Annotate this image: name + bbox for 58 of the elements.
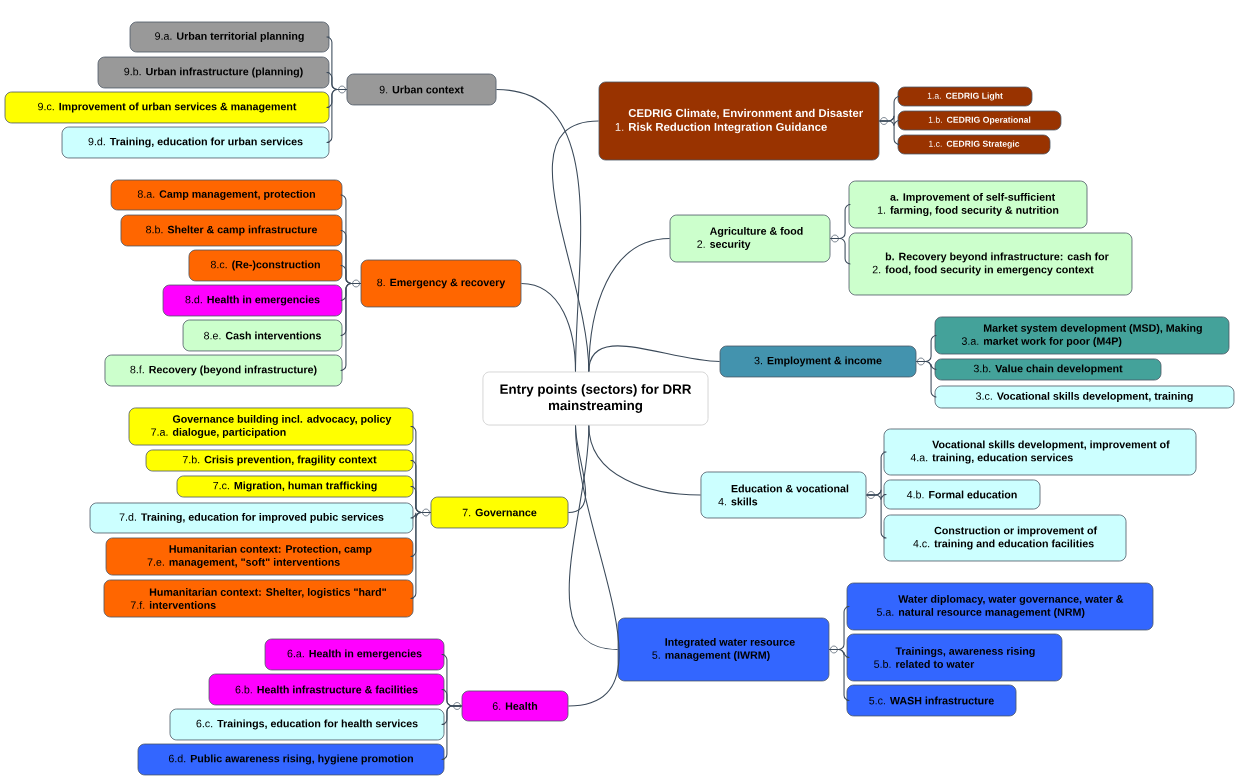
subtopic-box: 4.a. Vocational skills development, improvement of training, education services [883, 428, 1197, 476]
subtopic-box: 4.b. Formal education [883, 479, 1041, 510]
subtopic-box: 6.b. Health infrastructure & facilities [208, 673, 445, 706]
topic-box: 6. Health [461, 690, 569, 722]
topic-box: 7. Governance [430, 496, 569, 529]
connector-line [495, 88, 582, 373]
connector-line [829, 237, 851, 265]
subtopic-box: 7.e. Humanitarian context: Protection, camp management, "soft" interventions [105, 537, 414, 576]
connector-line [568, 424, 619, 651]
subtopic-box: 1.c. CEDRIG Strategic [897, 134, 1051, 155]
topic-box: 9. Urban context [346, 73, 497, 106]
subtopic-box: 6.d. Public awareness rising, hygiene promotion [137, 743, 445, 776]
topic-box: 8. Emergency & recovery [360, 259, 522, 308]
subtopic-box: 8.a. Camp management, protection [110, 179, 343, 211]
connector-line [441, 705, 463, 761]
topic-box: 3. Employment & income [719, 345, 917, 378]
central-topic-box: Entry points (sectors) for DRR mainstreaming [482, 371, 709, 426]
topic-box: 1. CEDRIG Climate, Environment and Disaster Risk Reduction Integration Guidance [598, 81, 880, 161]
subtopic-box: 6.c. Trainings, education for health services [169, 708, 445, 741]
subtopic-box: 1.b. CEDRIG Operational [897, 110, 1062, 131]
connector-line [588, 345, 721, 373]
subtopic-box: 8.e. Cash interventions [182, 319, 343, 352]
subtopic-box: 5.a. Water diplomacy, water governance, water & natural resource management (NRM) [846, 582, 1154, 631]
subtopic-box: 3.c. Vocational skills development, training [934, 385, 1235, 409]
subtopic-box: 5.b. Trainings, awareness rising related to water [846, 633, 1063, 682]
subtopic-box: 5.c. WASH infrastructure [846, 684, 1017, 717]
subtopic-box: 8.b. Shelter & camp infrastructure [120, 214, 343, 247]
subtopic-box: 7.b. Crisis prevention, fragility context [145, 449, 414, 472]
subtopic-box: 9.a. Urban territorial planning [129, 21, 330, 53]
subtopic-box: 8.d. Health in emergencies [162, 284, 343, 317]
connector-line [878, 120, 900, 146]
connector-line [588, 424, 702, 496]
connector-line [326, 88, 348, 144]
subtopic-box: 7.d. Training, education for improved pubic services [89, 502, 414, 534]
subtopic-box: 3.a. Market system development (MSD), Making market work for poor (M4P) [934, 316, 1230, 355]
connector-line [410, 511, 432, 600]
subtopic-box: 9.b. Urban infrastructure (planning) [97, 56, 330, 89]
topic-box: 4. Education & vocational skills [700, 471, 867, 519]
subtopic-box: 7.c. Migration, human trafficking [176, 475, 414, 498]
subtopic-box: 7.a. Governance building incl. advocacy, policy dialogue, participation [128, 407, 414, 446]
subtopic-box: 2. b. Recovery beyond infrastructure: cash for food, food security in emergency context [848, 232, 1133, 296]
subtopic-box: 8.f. Recovery (beyond infrastructure) [104, 354, 343, 387]
subtopic-box: 6.a. Health in emergencies [264, 638, 445, 671]
subtopic-box: 8.c. (Re-)construction [188, 249, 343, 282]
connector-line [567, 424, 587, 514]
subtopic-box: 7.f. Humanitarian context: Shelter, logistics "hard" interventions [103, 579, 414, 618]
subtopic-box: 1. a. Improvement of self-sufficient farming, food security & nutrition [848, 180, 1088, 229]
topic-box: 5. Integrated water resource management (IWRM) [617, 617, 830, 682]
subtopic-box: 9.d. Training, education for urban services [61, 126, 330, 159]
subtopic-box: 9.c. Improvement of urban services & management [4, 91, 330, 124]
subtopic-box: 4.c. Construction or improvement of training and education facilities [883, 514, 1127, 562]
connector-line [865, 494, 887, 539]
connector-line [340, 282, 362, 372]
topic-box: 2. Agriculture & food security [669, 214, 831, 263]
connector-line [828, 648, 850, 702]
connector-line [915, 360, 937, 398]
subtopic-box: 1.a. CEDRIG Light [897, 86, 1033, 107]
subtopic-box: 3.b. Value chain development [934, 358, 1162, 381]
